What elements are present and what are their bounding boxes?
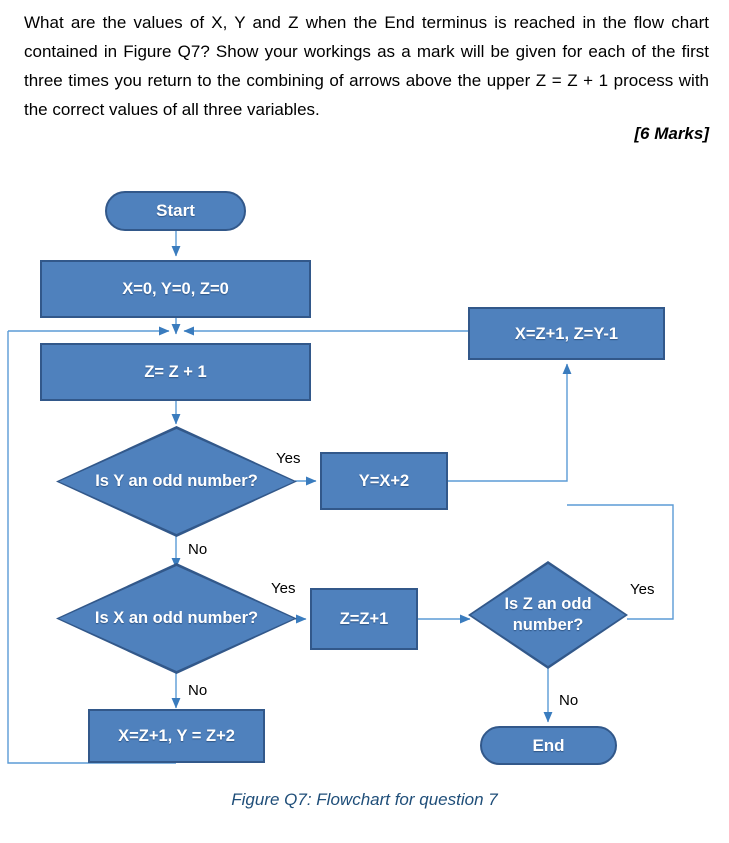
node-end[interactable]: End [480, 726, 617, 765]
edge-label-decision-x-yes: Yes [271, 580, 296, 597]
node-y-assign[interactable]: Y=X+2 [320, 452, 448, 510]
edge-label-decision-z-yes: Yes [630, 581, 655, 598]
edge-label-decision-z-no: No [559, 692, 579, 709]
node-z-assign[interactable]: Z=Z+1 [310, 588, 418, 650]
edge-label-decision-x-no: No [188, 682, 208, 699]
node-start[interactable]: Start [105, 191, 246, 231]
question-block: What are the values of X, Y and Z when t… [24, 8, 709, 143]
edge-label-decision-y-yes: Yes [276, 450, 301, 467]
node-init[interactable]: X=0, Y=0, Z=0 [40, 260, 311, 318]
node-xy-assign[interactable]: X=Z+1, Y = Z+2 [88, 709, 265, 763]
node-z-increment[interactable]: Z= Z + 1 [40, 343, 311, 401]
edge-label-decision-y-no: No [188, 541, 208, 558]
node-decision-x-label: Is X an odd number? [94, 609, 259, 627]
node-x-z-assign[interactable]: X=Z+1, Z=Y-1 [468, 307, 665, 360]
connector-xz1yz2-feedback [7, 331, 176, 764]
node-decision-y-label: Is Y an odd number? [95, 472, 258, 490]
figure-caption: Figure Q7: Flowchart for question 7 [231, 790, 498, 809]
connector-yx2-to-xz1zy1 [447, 363, 572, 482]
marks-allocation: [6 Marks] [634, 124, 709, 143]
question-text: What are the values of X, Y and Z when t… [24, 13, 709, 119]
node-decision-z-label: Is Z an odd number? [504, 595, 592, 634]
connector-decisionZ-yes-to-xz1zy1 [567, 504, 674, 620]
